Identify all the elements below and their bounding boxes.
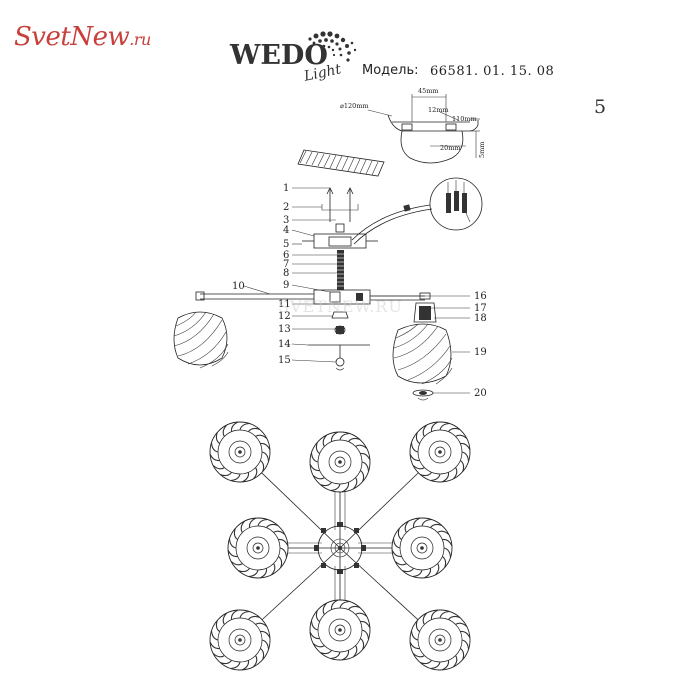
label-8: 8 [283, 268, 289, 279]
top-view-hub [314, 522, 366, 574]
dim-d110: 110mm [452, 115, 477, 123]
central-rod [337, 250, 344, 290]
glass-shade-left [173, 311, 229, 369]
brand-logo: WEDO Light [229, 31, 357, 85]
lamp-socket [413, 302, 437, 323]
site-logo-name: SvetNew [14, 22, 130, 52]
model-label: Модель: [362, 63, 419, 78]
label-19: 19 [474, 347, 487, 358]
label-9: 9 [283, 280, 289, 291]
label-14: 14 [278, 339, 291, 350]
top-view-shades [209, 421, 471, 671]
plate-cup [400, 130, 464, 164]
wire-connector-magnifier [429, 177, 483, 231]
label-11: 11 [278, 299, 291, 310]
label-7: 7 [283, 259, 289, 270]
dim-d5: 5mm [478, 142, 486, 158]
mounting-plate-detail: ⌀120mm 45mm 12mm 110mm 20mm 5mm [340, 87, 486, 164]
label-3: 3 [283, 215, 289, 226]
dim-d120: ⌀120mm [340, 102, 369, 110]
page-number: 5 [594, 96, 607, 118]
ceiling-hatch [297, 149, 385, 177]
site-logo-tld: .ru [129, 30, 151, 49]
label-6: 6 [283, 250, 289, 261]
curved-arm [351, 204, 431, 241]
label-20: 20 [474, 388, 487, 399]
top-view-shade [409, 609, 471, 671]
label-5: 5 [283, 239, 289, 250]
label-13: 13 [278, 324, 291, 335]
label-18: 18 [474, 313, 487, 324]
label-15: 15 [278, 355, 291, 366]
top-view [209, 421, 471, 671]
label-16: 16 [474, 291, 487, 302]
brand-logo-word: WEDO [229, 40, 328, 71]
brand-logo-script: Light [302, 61, 343, 85]
plate-slot-right [445, 123, 457, 131]
label-12: 12 [278, 311, 291, 322]
dim-d45: 45mm [418, 87, 439, 95]
nut [331, 311, 349, 319]
label-17: 17 [474, 303, 487, 314]
brand-logo-swirl [308, 31, 357, 62]
top-view-shade [309, 431, 371, 493]
site-logo[interactable]: SvetNew.ru [14, 22, 151, 52]
top-view-shade [391, 517, 453, 579]
dim-d12: 12mm [428, 106, 449, 114]
plate-slot-left [401, 123, 413, 131]
top-view-shade [209, 421, 271, 483]
watermark: SVETNEW.RU [278, 297, 403, 316]
top-view-shade [309, 599, 371, 661]
part-labels: 1 2 3 4 5 6 7 8 9 10 11 12 13 14 15 16 1… [232, 183, 487, 399]
top-view-shade [227, 517, 289, 579]
label-10: 10 [232, 281, 245, 292]
top-view-shade [409, 421, 471, 483]
dim-d20: 20mm [440, 144, 461, 152]
label-2: 2 [283, 202, 289, 213]
finial [335, 357, 345, 367]
glass-shade-right [392, 323, 453, 385]
label-1: 1 [283, 183, 289, 194]
top-view-shade [209, 609, 271, 671]
label-4: 4 [283, 225, 289, 236]
model-number: 66581. 01. 15. 08 [430, 64, 555, 79]
exploded-side-view [173, 177, 483, 401]
hub-body [313, 289, 371, 305]
